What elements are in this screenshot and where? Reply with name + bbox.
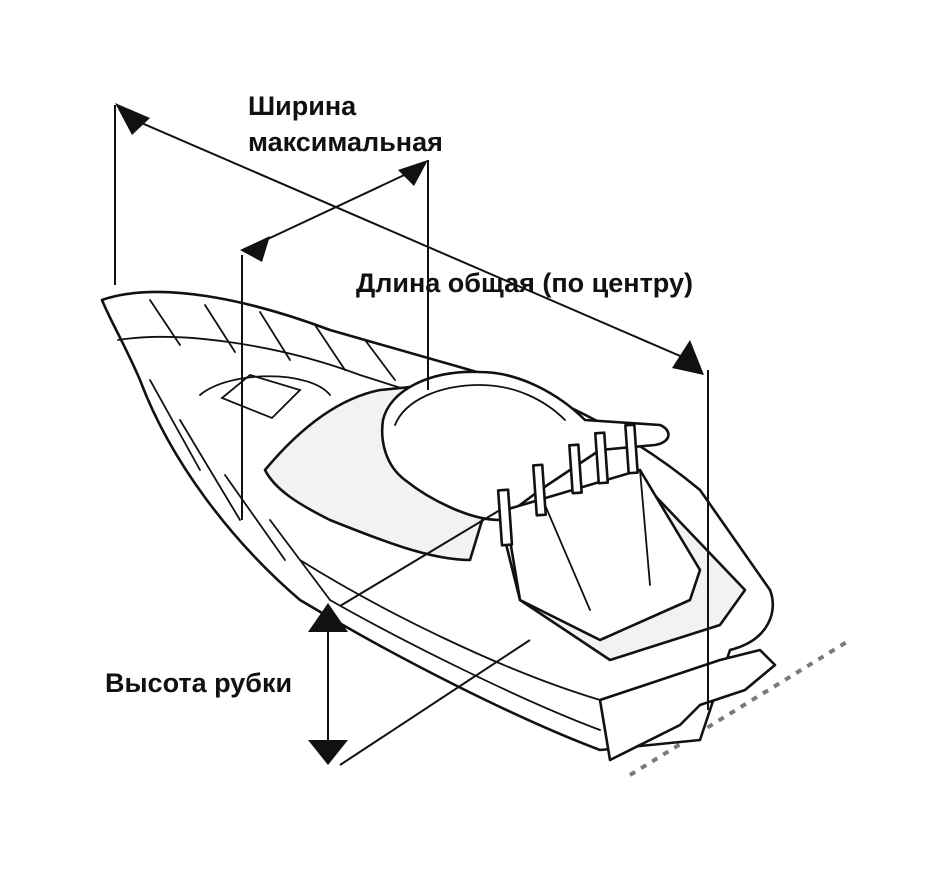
stern-transom [598, 648, 777, 762]
length-arrow-start [115, 103, 150, 135]
width-label-line1: Ширина [248, 91, 357, 121]
width-label: Ширина максимальная [248, 88, 443, 160]
width-arrow-start [240, 236, 270, 262]
height-dimension [308, 509, 531, 766]
length-dimension [114, 103, 709, 710]
height-arrow-top [308, 603, 348, 632]
height-label: Высота рубки [105, 668, 293, 698]
height-arrow-bottom [308, 740, 348, 765]
forward-hatch [220, 374, 302, 420]
width-label-line2: максимальная [248, 127, 443, 157]
waterline-dotted [628, 638, 852, 777]
length-arrow-end [672, 340, 704, 375]
width-dimension [240, 160, 429, 520]
width-arrow-end [398, 160, 428, 186]
seat-posts [496, 423, 639, 547]
console-top [380, 370, 670, 522]
bow-rail [117, 336, 471, 411]
length-label: Длина общая (по центру) [356, 268, 693, 298]
